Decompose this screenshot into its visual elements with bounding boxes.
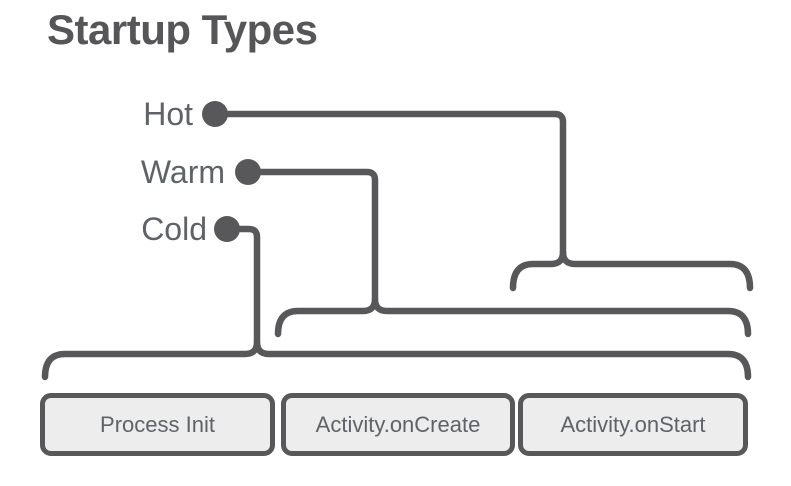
warm-brace [274, 295, 752, 338]
cold-connector-line [223, 225, 261, 346]
stage-box-label: Activity.onStart [560, 411, 706, 437]
stage-box-process-init: Process Init [40, 393, 275, 456]
row-label-hot: Hot [143, 96, 193, 132]
warm-dot-icon [235, 159, 261, 185]
cold-brace [41, 338, 752, 381]
stage-box-label: Activity.onCreate [315, 411, 481, 437]
cold-dot-icon [214, 216, 240, 242]
hot-dot-icon [202, 101, 228, 127]
warm-connector-line [244, 168, 379, 303]
stage-box-activity-onstart: Activity.onStart [518, 393, 748, 456]
row-label-cold: Cold [141, 211, 207, 247]
hot-connector-line [211, 110, 567, 256]
row-label-warm: Warm [140, 154, 225, 190]
stage-box-label: Process Init [100, 411, 215, 437]
hot-brace [509, 248, 754, 292]
page-title: Startup Types [47, 6, 318, 53]
stage-box-activity-oncreate: Activity.onCreate [281, 393, 515, 456]
